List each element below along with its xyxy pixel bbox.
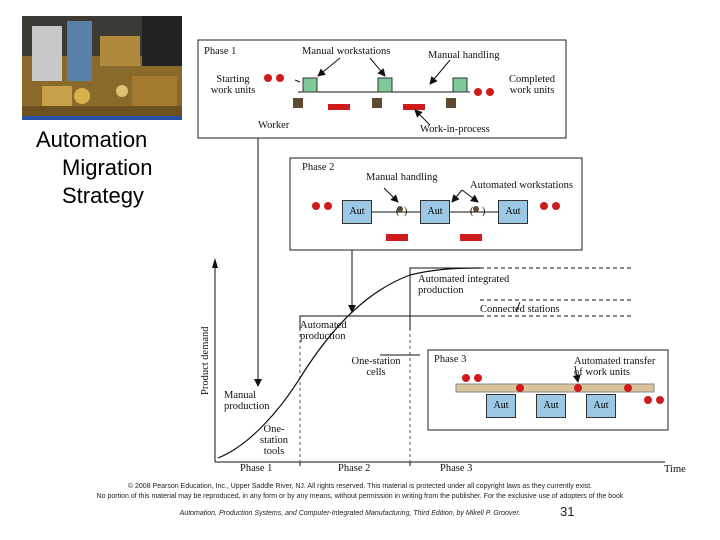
x-tick-phase-3: Phase 3 [440, 463, 473, 474]
book-citation: Automation, Production Systems, and Comp… [179, 510, 521, 517]
page-number: 31 [560, 504, 575, 519]
slide-title-line-2: Migration [62, 155, 153, 180]
manual-workstations-label: Manual workstations [302, 46, 391, 57]
slide-title-line-3: Strategy [62, 183, 144, 208]
decorative-photo [22, 16, 182, 116]
manual-handling-label-2: Manual handling [366, 172, 438, 183]
x-tick-phase-2: Phase 2 [338, 463, 371, 474]
svg-text:(: ( [470, 206, 474, 217]
aut-station: Aut [498, 200, 528, 224]
svg-text:): ) [482, 206, 485, 217]
step-level-phase2 [299, 315, 480, 330]
demand-curve [217, 267, 481, 459]
connected-stations-label: Connected stations [480, 304, 560, 315]
aut-station: Aut [536, 394, 566, 418]
wip-label: Work-in-process [420, 124, 490, 135]
x-axis-label: Time [664, 464, 686, 475]
svg-text:): ) [404, 206, 407, 217]
aut-station: Aut [342, 200, 372, 224]
worker-label: Worker [258, 120, 290, 131]
x-tick-phase-1: Phase 1 [240, 463, 273, 474]
copyright-line-1: © 2008 Pearson Education, Inc., Upper Sa… [127, 483, 593, 490]
phase3-label: Phase 3 [434, 354, 467, 365]
y-axis-label: Product demand [200, 326, 211, 395]
slide-title-line-1: Automation [36, 127, 148, 152]
title-underline [22, 116, 182, 120]
copyright-line-2: No portion of this material may be repro… [96, 493, 624, 500]
manual-handling-label-1: Manual handling [428, 50, 500, 61]
aut-station: Aut [486, 394, 516, 418]
phase2-label: Phase 2 [302, 162, 335, 173]
svg-text:(: ( [396, 206, 400, 217]
phase1-label: Phase 1 [204, 46, 237, 57]
step-level-phase3 [409, 267, 480, 330]
automated-workstations-label: Automated workstations [470, 180, 573, 191]
aut-station: Aut [420, 200, 450, 224]
aut-station: Aut [586, 394, 616, 418]
